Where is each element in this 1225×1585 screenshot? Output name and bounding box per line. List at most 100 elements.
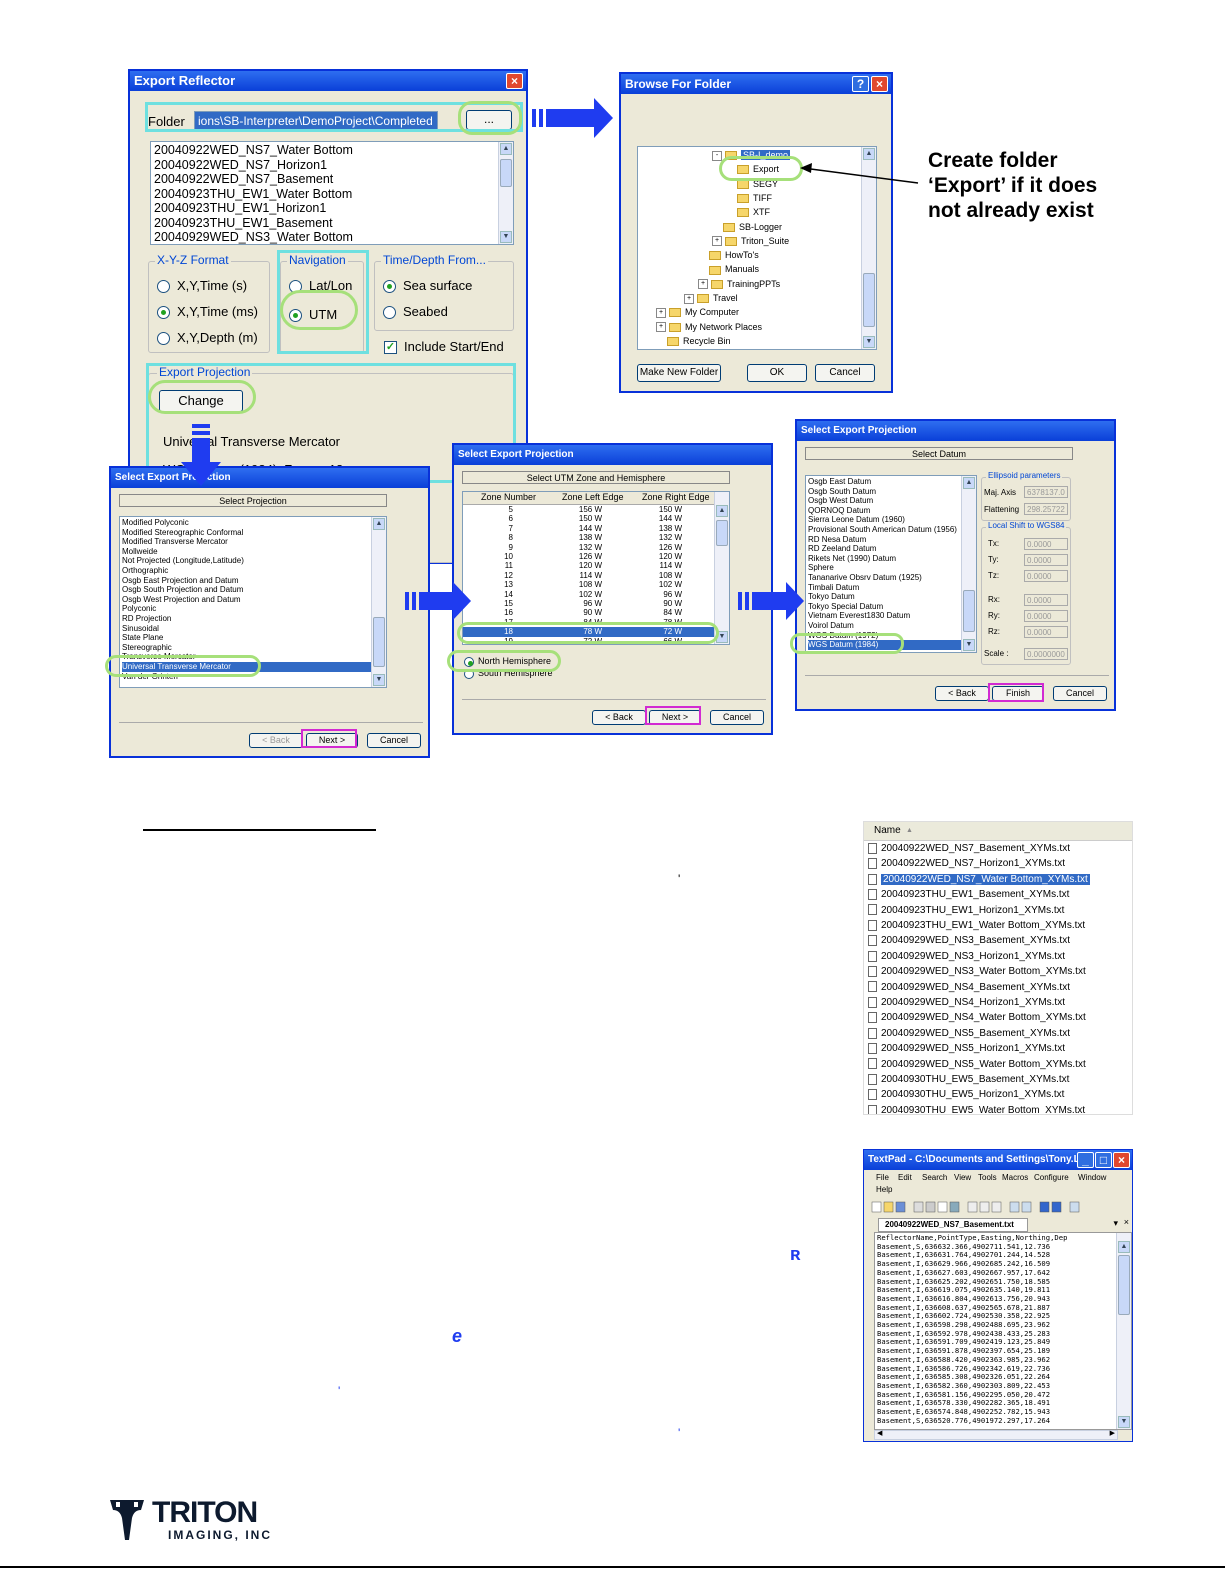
projection-item[interactable]: State Plane	[122, 633, 164, 643]
menu-item-edit[interactable]: Edit	[898, 1173, 912, 1182]
scroll-up-icon[interactable]: ▲	[500, 143, 512, 155]
back-button[interactable]: < Back	[935, 686, 989, 701]
projection-item[interactable]: Modified Transverse Mercator	[122, 537, 228, 547]
scroll-thumb[interactable]	[500, 159, 512, 187]
file-list-item[interactable]: 20040929WED_NS5_Horizon1_XYMs.txt	[868, 1042, 1065, 1055]
scroll-down-icon[interactable]: ▼	[1118, 1416, 1130, 1428]
expand-toggle-icon[interactable]: +	[698, 279, 708, 290]
file-list-item[interactable]: 20040922WED_NS7_Water Bottom_XYMs.txt	[868, 873, 1090, 886]
scroll-down-icon[interactable]: ▼	[863, 336, 875, 348]
reflector-list-item[interactable]: 20040922WED_NS7_Water Bottom	[154, 143, 353, 157]
reflector-list-item[interactable]: 20040923THU_EW1_Water Bottom	[154, 186, 353, 201]
tab-menu-icon[interactable]: ▾	[1113, 1218, 1118, 1228]
menu-item-configure[interactable]: Configure	[1034, 1173, 1069, 1182]
datum-item[interactable]: Voirol Datum	[808, 621, 854, 630]
tree-item[interactable]: +Travel	[684, 292, 738, 305]
file-list-item[interactable]: 20040929WED_NS3_Water Bottom_XYMs.txt	[868, 965, 1086, 978]
folder-input[interactable]: ions\SB-Interpreter\DemoProject\Complete…	[194, 111, 438, 130]
scroll-thumb[interactable]	[373, 617, 385, 667]
expand-toggle-icon[interactable]: +	[684, 293, 694, 304]
scroll-thumb[interactable]	[963, 590, 975, 632]
tree-item[interactable]: +My Network Places	[656, 321, 762, 334]
datum-item[interactable]: Rikets Net (1990) Datum	[808, 553, 897, 563]
textpad-editor[interactable]: ReflectorName,PointType,Easting,Northing…	[874, 1232, 1132, 1430]
expand-toggle-icon[interactable]: -	[712, 150, 722, 161]
shift-field-input[interactable]: 0.0000	[1024, 554, 1068, 566]
file-list-item[interactable]: 20040929WED_NS3_Basement_XYMs.txt	[868, 934, 1070, 947]
projection-item[interactable]: Stereographic	[122, 642, 172, 652]
projection-item[interactable]: Orthographic	[122, 566, 169, 575]
tree-item[interactable]: SB-Logger	[712, 221, 782, 234]
back-button[interactable]: < Back	[592, 710, 646, 725]
utm-table-scrollbar[interactable]: ▲ ▼	[714, 492, 729, 644]
projection-item[interactable]: Osgb East Projection and Datum	[122, 575, 239, 585]
tree-item[interactable]: Export	[726, 163, 779, 176]
tree-item[interactable]: HowTo's	[698, 249, 759, 262]
projection-item[interactable]: Mollweide	[122, 546, 158, 556]
projection-item[interactable]: Osgb South Projection and Datum	[122, 585, 244, 595]
xyz-depth-m-radio[interactable]	[157, 332, 170, 345]
cancel-button[interactable]: Cancel	[367, 733, 421, 748]
file-list-item[interactable]: 20040930THU_EW5_Horizon1_XYMs.txt	[868, 1088, 1064, 1101]
menu-item-macros[interactable]: Macros	[1002, 1173, 1029, 1182]
scroll-down-icon[interactable]: ▼	[716, 631, 728, 643]
textpad-tab[interactable]: 20040922WED_NS7_Basement.txt	[878, 1218, 1028, 1232]
cancel-button[interactable]: Cancel	[710, 710, 764, 725]
help-icon[interactable]: ?	[852, 76, 869, 92]
datum-item[interactable]: Sphere	[808, 563, 834, 573]
scroll-up-icon[interactable]: ▲	[1118, 1241, 1130, 1253]
scroll-down-icon[interactable]: ▼	[500, 231, 512, 243]
file-list-item[interactable]: 20040923THU_EW1_Basement_XYMs.txt	[868, 888, 1069, 901]
reflector-list-item[interactable]: 20040922WED_NS7_Horizon1	[154, 157, 328, 172]
xyz-time-s-radio[interactable]	[157, 280, 170, 293]
datum-item[interactable]: Vietnam Everest1830 Datum	[808, 611, 911, 621]
horizontal-scrollbar[interactable]: ◀ ▶	[874, 1430, 1118, 1440]
tree-item[interactable]: +TrainingPPTs	[698, 278, 780, 291]
file-list-item[interactable]: 20040922WED_NS7_Horizon1_XYMs.txt	[868, 857, 1065, 870]
cancel-button[interactable]: Cancel	[1053, 686, 1107, 701]
scroll-thumb[interactable]	[716, 520, 728, 546]
scale-input[interactable]: 0.0000000	[1024, 648, 1068, 660]
tree-item[interactable]: TIFF	[726, 192, 772, 205]
datum-item[interactable]: RD Nesa Datum	[808, 534, 867, 544]
textpad-scrollbar[interactable]: ▲ ▼	[1116, 1233, 1131, 1429]
back-button[interactable]: < Back	[249, 733, 303, 748]
name-column-header[interactable]: Name ▲	[864, 822, 1132, 841]
file-list-item[interactable]: 20040929WED_NS5_Water Bottom_XYMs.txt	[868, 1058, 1086, 1071]
tree-item[interactable]: +My Computer	[656, 306, 739, 319]
file-list-item[interactable]: 20040929WED_NS4_Basement_XYMs.txt	[868, 981, 1070, 994]
reflector-list-item[interactable]: 20040923THU_EW1_Horizon1	[154, 201, 327, 215]
include-start-end-checkbox[interactable]: ✓	[384, 341, 397, 354]
projection-item[interactable]: Modified Stereographic Conformal	[122, 527, 244, 537]
scroll-left-icon[interactable]: ◀	[877, 1430, 883, 1437]
scroll-thumb[interactable]	[863, 273, 875, 327]
datum-item[interactable]: Tananarive Obsrv Datum (1925)	[808, 573, 922, 582]
datum-item[interactable]: Tokyo Special Datum	[808, 601, 884, 611]
datum-item[interactable]: Osgb South Datum	[808, 486, 877, 496]
shift-field-input[interactable]: 0.0000	[1024, 538, 1068, 550]
file-list-item[interactable]: 20040930THU_EW5_Water Bottom_XYMs.txt	[868, 1104, 1085, 1114]
file-list-item[interactable]: 20040929WED_NS5_Basement_XYMs.txt	[868, 1027, 1070, 1040]
maj-axis-field[interactable]: 6378137.0	[1024, 486, 1068, 498]
datum-item[interactable]: Provisional South American Datum (1956)	[808, 525, 957, 534]
file-list-item[interactable]: 20040923THU_EW1_Horizon1_XYMs.txt	[868, 904, 1064, 917]
datum-item[interactable]: WGS Datum (1984)	[808, 640, 962, 650]
datum-item[interactable]: Osgb West Datum	[808, 496, 874, 506]
datum-item[interactable]: Tokyo Datum	[808, 592, 855, 602]
scroll-down-icon[interactable]: ▼	[373, 674, 385, 686]
menu-item-search[interactable]: Search	[922, 1173, 948, 1182]
scroll-up-icon[interactable]: ▲	[963, 477, 975, 489]
tree-item[interactable]: Manuals	[698, 263, 759, 276]
seabed-radio[interactable]	[383, 306, 396, 319]
projection-item[interactable]: Not Projected (Longitude,Latitude)	[122, 556, 244, 566]
shift-field-input[interactable]: 0.0000	[1024, 570, 1068, 582]
close-icon[interactable]: ×	[871, 76, 888, 92]
folder-tree-scrollbar[interactable]: ▲ ▼	[861, 147, 876, 349]
datum-item[interactable]: QORNOQ Datum	[808, 505, 871, 515]
datum-item[interactable]: Timbali Datum	[808, 582, 860, 592]
make-new-folder-button[interactable]: Make New Folder	[637, 364, 721, 382]
